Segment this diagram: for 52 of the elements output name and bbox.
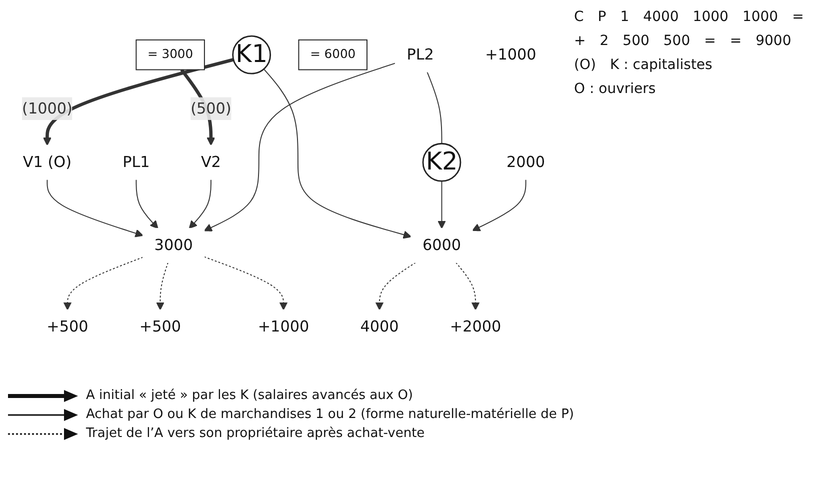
label-text: 1 <box>619 8 630 26</box>
label-text: 2 <box>598 32 610 50</box>
legend-text: Achat par O ou K de marchandises 1 ou 2 (forme naturelle-matérielle de P) <box>86 407 574 422</box>
node-box: = 3000 <box>136 39 205 70</box>
label-text: + <box>573 32 587 50</box>
node-text: PL1 <box>122 152 150 171</box>
arrow <box>455 262 480 310</box>
arrow <box>263 68 412 239</box>
label-text: 4000 <box>642 8 680 26</box>
node-text: +1000 <box>485 45 536 64</box>
node-text: V1 (O) <box>22 152 72 171</box>
arrow <box>204 62 396 232</box>
label-text: = <box>791 8 805 26</box>
node-circle: K2 <box>422 142 462 182</box>
edge-label: (1000) <box>22 99 72 118</box>
label-text: 1000 <box>692 8 730 26</box>
node-text: +500 <box>139 317 182 336</box>
node-box: = 6000 <box>298 39 368 70</box>
label-text: P <box>596 8 608 26</box>
arrow <box>438 180 446 229</box>
label-text: O : ouvriers <box>573 80 657 98</box>
connector <box>426 71 442 144</box>
node-text: 4000 <box>360 317 399 336</box>
label-text: C <box>573 8 585 26</box>
legend-text: A initial « jeté » par les K (salaires avancés aux O) <box>86 388 413 403</box>
label-text: 1000 <box>741 8 780 26</box>
arrow <box>472 178 526 232</box>
arrow <box>204 256 288 310</box>
node-text: PL2 <box>406 45 434 64</box>
arrow <box>46 178 144 238</box>
label-text: 500 <box>622 32 650 50</box>
label-text: 9000 <box>754 32 792 50</box>
label-text: = <box>703 32 717 50</box>
label-text: (O) <box>573 56 597 74</box>
legend-text: Trajet de l’A vers son propriétaire après achat-vente <box>86 426 425 441</box>
node-text: +1000 <box>258 317 310 336</box>
node-text: 6000 <box>422 236 462 254</box>
arrow <box>136 178 158 229</box>
arrow <box>375 262 416 310</box>
arrow <box>63 256 144 310</box>
node-text: 3000 <box>154 236 193 254</box>
node-text: +500 <box>46 317 88 336</box>
arrow <box>188 178 212 229</box>
label-text: 500 <box>662 32 692 50</box>
node-circle: K1 <box>232 35 272 74</box>
label-text: K : capitalistes <box>608 56 714 74</box>
label-text: = <box>728 32 743 50</box>
node-text: +2000 <box>450 317 502 336</box>
arrow <box>156 262 168 310</box>
edge-label: (500) <box>190 99 232 118</box>
node-text: 2000 <box>506 152 546 171</box>
node-text: V2 <box>200 152 221 171</box>
